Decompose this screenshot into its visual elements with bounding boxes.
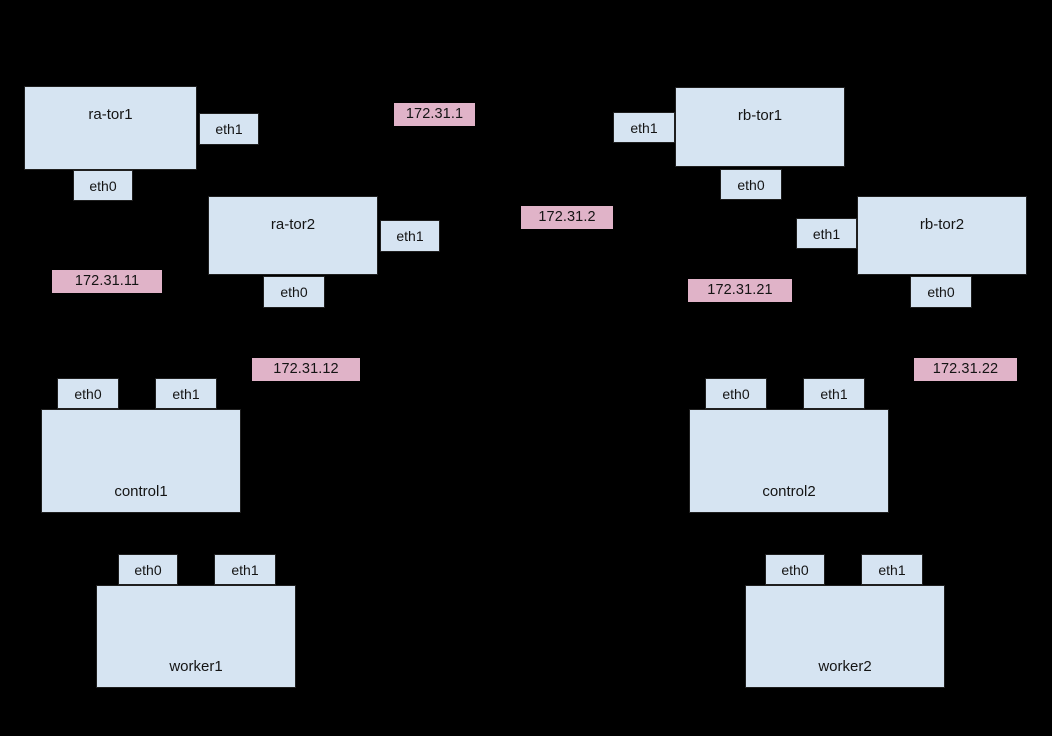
node-label: worker1 xyxy=(169,658,223,675)
node-label: rb-tor2 xyxy=(919,216,965,233)
interface-label: eth0 xyxy=(89,177,117,194)
interface-label: eth0 xyxy=(74,385,102,402)
node-ra-tor1[interactable]: ra-tor1 xyxy=(24,86,197,170)
interface-rb-tor2-eth1[interactable]: eth1 xyxy=(796,218,857,249)
interface-label: eth1 xyxy=(812,225,841,242)
node-worker1[interactable]: worker1 xyxy=(96,585,296,688)
ip-label-ip-172-31-22: 172.31.22 xyxy=(914,358,1017,381)
node-control2[interactable]: control2 xyxy=(689,409,889,513)
interface-worker1-eth0[interactable]: eth0 xyxy=(118,554,178,585)
ip-label-ip-172-31-12: 172.31.12 xyxy=(252,358,360,381)
interface-label: eth1 xyxy=(231,561,259,578)
interface-control2-eth0[interactable]: eth0 xyxy=(705,378,767,409)
interface-worker2-eth0[interactable]: eth0 xyxy=(765,554,825,585)
interface-worker2-eth1[interactable]: eth1 xyxy=(861,554,923,585)
interface-control2-eth1[interactable]: eth1 xyxy=(803,378,865,409)
ip-label-text: 172.31.21 xyxy=(707,282,773,299)
node-rb-tor1[interactable]: rb-tor1 xyxy=(675,87,845,167)
ip-label-text: 172.31.22 xyxy=(932,361,999,378)
node-worker2[interactable]: worker2 xyxy=(745,585,945,688)
interface-label: eth1 xyxy=(215,121,243,137)
interface-label: eth1 xyxy=(172,385,200,402)
interface-ra-tor2-eth1[interactable]: eth1 xyxy=(380,220,440,252)
interface-label: eth0 xyxy=(280,284,308,300)
interface-rb-tor1-eth0[interactable]: eth0 xyxy=(720,169,782,200)
ip-label-ip-172-31-21: 172.31.21 xyxy=(688,279,792,302)
ip-label-ip-172-31-11: 172.31.11 xyxy=(52,270,162,293)
interface-ra-tor2-eth0[interactable]: eth0 xyxy=(263,276,325,308)
interface-label: eth0 xyxy=(737,176,765,193)
interface-label: eth1 xyxy=(878,561,906,578)
node-rb-tor2[interactable]: rb-tor2 xyxy=(857,196,1027,275)
node-label: worker2 xyxy=(818,658,872,675)
node-label: ra-tor1 xyxy=(88,106,133,123)
interface-worker1-eth1[interactable]: eth1 xyxy=(214,554,276,585)
interface-label: eth1 xyxy=(396,228,424,244)
node-label: control1 xyxy=(114,483,168,500)
interface-ra-tor1-eth1[interactable]: eth1 xyxy=(199,113,259,145)
interface-label: eth1 xyxy=(820,385,848,402)
interface-rb-tor1-eth1[interactable]: eth1 xyxy=(613,112,675,143)
node-label: rb-tor1 xyxy=(737,107,783,124)
node-ra-tor2[interactable]: ra-tor2 xyxy=(208,196,378,275)
interface-label: eth0 xyxy=(927,284,955,300)
ip-label-ip-172-31-1: 172.31.1 xyxy=(394,103,475,126)
node-label: ra-tor2 xyxy=(270,216,316,233)
interface-label: eth0 xyxy=(134,561,162,578)
interface-label: eth0 xyxy=(722,385,750,402)
node-label: control2 xyxy=(762,483,816,500)
interface-ra-tor1-eth0[interactable]: eth0 xyxy=(73,170,133,201)
ip-label-ip-172-31-2: 172.31.2 xyxy=(521,206,613,229)
ip-label-text: 172.31.1 xyxy=(405,106,464,123)
interface-label: eth1 xyxy=(630,119,658,136)
ip-label-text: 172.31.11 xyxy=(74,273,140,290)
interface-control1-eth1[interactable]: eth1 xyxy=(155,378,217,409)
interface-rb-tor2-eth0[interactable]: eth0 xyxy=(910,276,972,308)
node-control1[interactable]: control1 xyxy=(41,409,241,513)
ip-label-text: 172.31.2 xyxy=(538,209,596,226)
interface-label: eth0 xyxy=(781,561,809,578)
interface-control1-eth0[interactable]: eth0 xyxy=(57,378,119,409)
ip-label-text: 172.31.12 xyxy=(273,361,339,378)
